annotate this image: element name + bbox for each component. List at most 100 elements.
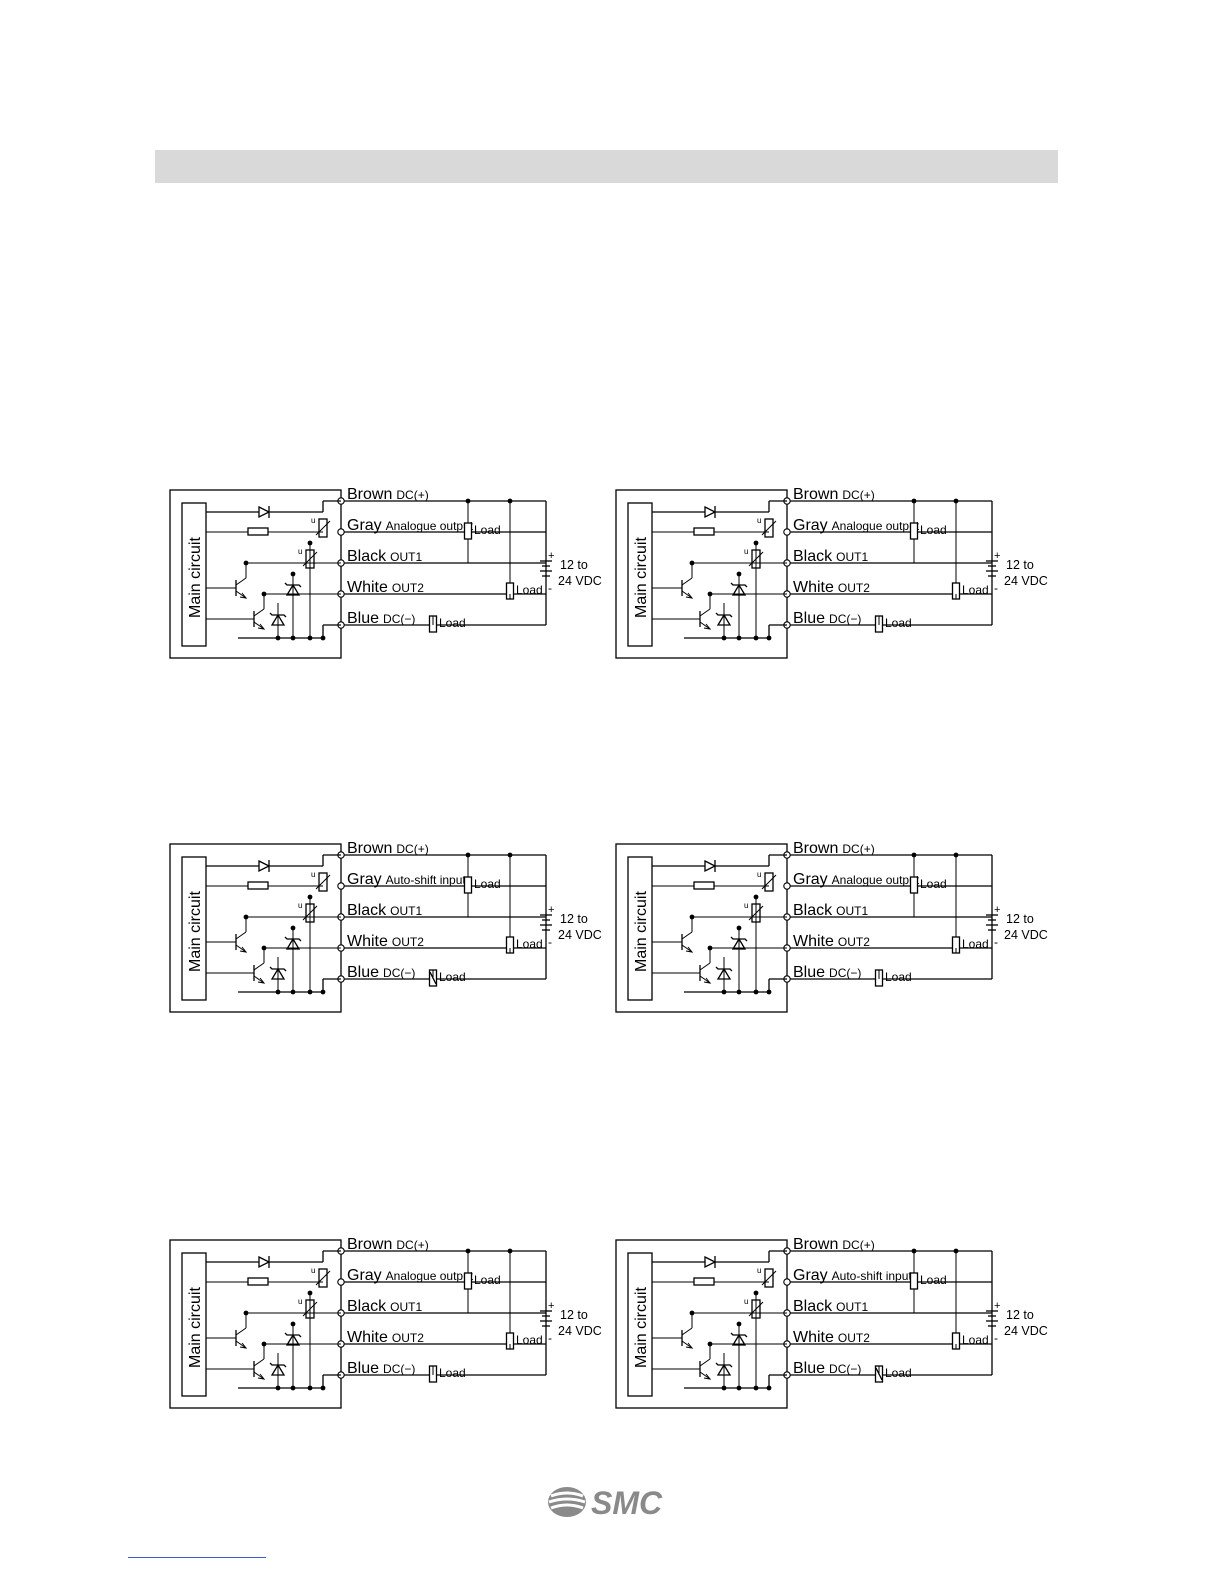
junction-dot [507,1248,513,1254]
wire-function: DC(−) [829,966,861,980]
varistor-icon: u [757,870,777,892]
resistor-icon [693,527,715,536]
diode-icon [258,859,271,873]
transistor-emitter [253,975,265,984]
resistor-icon [247,881,269,890]
main-circuit-box [181,1252,207,1397]
junction-dot [275,1385,281,1391]
supply-voltage-line1: 12 to [1006,912,1034,926]
main-circuit-box [627,502,653,647]
varistor-label: u [757,1266,761,1275]
load-label: Load [962,1333,989,1347]
varistor-label: u [757,870,761,879]
junction-dot [911,1248,917,1254]
wire-color: Brown [793,840,838,857]
transistor-emitter [699,975,711,984]
main-circuit-label: Main circuit [187,1287,204,1368]
wire-function: DC(−) [383,1362,415,1376]
supply-minus: - [994,1331,998,1345]
junction-dot [261,591,267,597]
wire-function: OUT1 [836,550,868,564]
transistor-collector [681,577,693,586]
main-circuit-label: Main circuit [187,891,204,972]
junction-dot [721,1385,727,1391]
junction-dot [721,989,727,995]
wire-color: Blue [347,610,379,627]
varistor-icon: u [757,1266,777,1288]
supply-plus: + [994,1300,1000,1312]
wire-function: DC(+) [396,1238,428,1252]
supply-plus: + [548,904,554,916]
load-label: Load [962,583,989,597]
load-label: Load [885,1366,912,1380]
transistor-collector [681,931,693,940]
supply-minus: - [994,935,998,949]
dc-supply-icon [986,560,998,577]
junction-dot [307,989,313,995]
supply-voltage-line2: 24 VDC [558,574,602,588]
load-label: Load [439,616,466,630]
varistor-icon: u [311,870,331,892]
footer-link-underline [128,1557,266,1558]
varistor-label: u [311,516,315,525]
wire-color: White [347,579,388,596]
wire-color: Black [347,548,387,565]
junction-dot [753,1290,759,1296]
junction-dot [290,571,296,577]
transistor-emitter [253,621,265,630]
load-resistor [463,876,473,894]
transistor-collector [699,962,711,971]
varistor-slash [315,1270,331,1286]
junction-dot [689,560,695,566]
wire-color: Blue [793,610,825,627]
varistor-label: u [744,1297,748,1306]
junction-dot [753,635,759,641]
junction-dot [766,1385,772,1391]
varistor-label: u [311,870,315,879]
main-circuit-label: Main circuit [633,891,650,972]
varistor-slash [761,874,777,890]
dc-supply-icon [540,560,552,577]
junction-dot [275,635,281,641]
load-label: Load [516,1333,543,1347]
junction-dot [736,635,742,641]
junction-dot [953,1248,959,1254]
diode-icon [258,505,271,519]
junction-dot [707,945,713,951]
supply-plus: + [548,550,554,562]
wire-color: Blue [347,1360,379,1377]
wire-function: OUT1 [836,1300,868,1314]
main-circuit-label: Main circuit [187,537,204,618]
transistor-collector [699,608,711,617]
junction-dot [911,498,917,504]
transistor-collector [253,962,265,971]
switch-blade [429,971,437,985]
output-transistor-out2 [699,608,712,630]
load-label: Load [516,583,543,597]
wire-function: Analogue output [386,519,474,533]
junction-dot [307,1290,313,1296]
junction-dot [721,635,727,641]
load-label: Load [885,970,912,984]
wire-function: DC(−) [829,1362,861,1376]
output-transistor-out1 [681,577,694,599]
varistor-slash [761,1270,777,1286]
load-label: Load [920,523,947,537]
wire-color: Gray [793,1267,828,1284]
resistor-icon [693,881,715,890]
junction-dot [261,945,267,951]
transistor-emitter [681,944,693,953]
